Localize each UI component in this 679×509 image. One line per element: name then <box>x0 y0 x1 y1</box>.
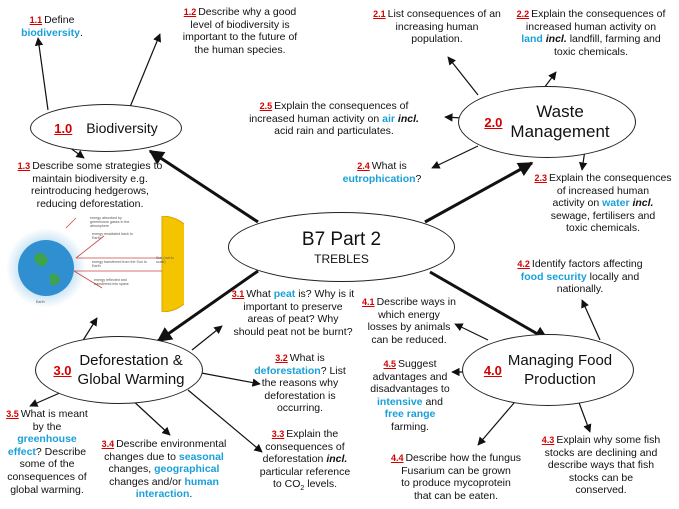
hub-label-line2: Management <box>510 122 610 141</box>
sun-shape <box>161 215 203 313</box>
center-subtitle: TREBLES <box>314 251 369 266</box>
hub-label-line1: Managing Food <box>507 352 613 369</box>
hub-label-line2: Production <box>524 371 596 388</box>
diagram-label-earth: Earth <box>36 300 45 304</box>
hub-label-line1: Deforestation & <box>79 352 183 369</box>
greenhouse-effect-diagram: energy absorbed by greenhouse gases in t… <box>6 215 203 313</box>
hub-number: 3.0 <box>53 362 72 378</box>
hub-label-line2: Global Warming <box>77 371 185 388</box>
arrow-center-waste <box>424 161 534 224</box>
hub-waste-management: 2.0 Waste Management <box>458 86 636 158</box>
hub-managing-food: 4.0 Managing Food Production <box>462 334 634 406</box>
diagram-label-reflected: energy reflected and transferred into sp… <box>94 278 129 286</box>
arrow-center-deforestation <box>156 269 259 343</box>
hub-number: 1.0 <box>54 121 73 136</box>
arrow-center-food <box>429 270 550 342</box>
center-node: B7 Part 2 TREBLES <box>228 212 455 282</box>
hub-label: Biodiversity <box>86 120 158 136</box>
diagram-label-reradiated: energy reradiated back to Earth <box>92 232 133 240</box>
hub-number: 2.0 <box>484 114 503 130</box>
hub-deforestation: 3.0 Deforestation & Global Warming <box>35 336 203 404</box>
center-title: B7 Part 2 <box>301 228 382 250</box>
hub-biodiversity: 1.0 Biodiversity <box>30 104 182 152</box>
diagram-label-absorbed: energy absorbed by greenhouse gases in t… <box>90 216 130 228</box>
hub-label-line1: Waste <box>536 102 584 121</box>
arrow-center-biodiversity <box>148 149 259 224</box>
hub-number: 4.0 <box>483 362 502 378</box>
diagram-label-sun: Sun (not to scale) <box>156 256 174 264</box>
diagram-label-transferred: energy transferred from the Sun to Earth <box>92 260 147 268</box>
earth-globe <box>18 240 74 296</box>
